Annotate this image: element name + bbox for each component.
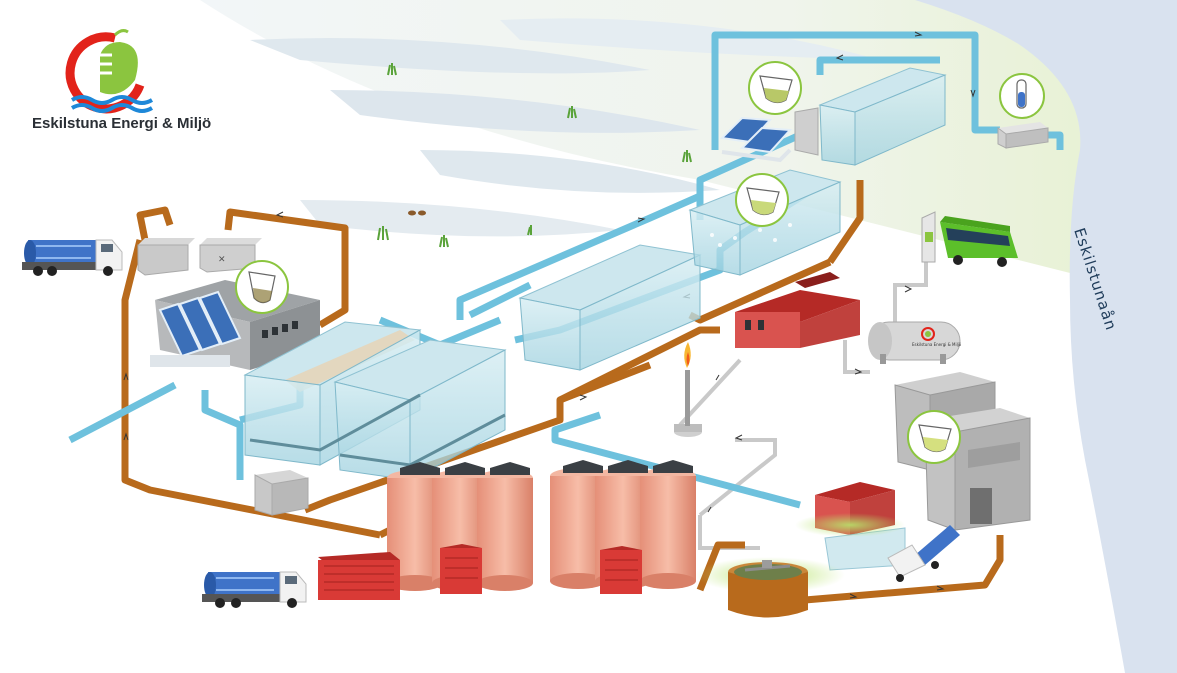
primary-sedimentation-basins — [243, 321, 507, 481]
sludge-tanker-truck — [202, 571, 307, 608]
water-sample-flask-icon — [235, 260, 289, 314]
biogas-bus — [940, 216, 1018, 267]
sludge-truck-white — [887, 525, 960, 582]
test-tube-icon — [999, 73, 1045, 119]
green-glow — [795, 513, 905, 537]
biogas-upgrading-building — [735, 272, 860, 348]
brand-name: Eskilstuna Energi & Miljö — [32, 115, 212, 132]
cloud-streak — [420, 150, 720, 193]
sludge-pipe-arrows — [123, 211, 945, 599]
pretreatment-building — [150, 280, 320, 370]
tank-logo: Eskilstuna Energi & Miljö — [912, 327, 962, 347]
window-row — [262, 321, 298, 338]
gas-pipe-arrows — [707, 285, 913, 513]
grass-tufts — [377, 63, 692, 248]
gas-flare — [674, 342, 702, 437]
sampling-station — [997, 122, 1049, 149]
cloud-streak — [250, 38, 650, 74]
cloud-streak — [330, 90, 700, 133]
sand-filters — [719, 116, 793, 163]
tank-brand-text: Eskilstuna Energi & Miljö — [912, 342, 962, 347]
ducks — [408, 210, 426, 216]
cloud-streak — [300, 200, 620, 237]
sludge-tanker-truck — [22, 239, 123, 276]
cloud-streak — [500, 18, 880, 60]
fan-icon: ✕ — [218, 255, 226, 265]
pump-house — [254, 470, 309, 516]
gas-storage-tank: Eskilstuna Energi & Miljö — [868, 321, 962, 364]
brand-logo-mark — [65, 29, 154, 114]
reception-hoppers: ✕ — [137, 238, 262, 276]
gas-filling-station — [921, 211, 936, 263]
river: Eskilstunaån — [915, 0, 1177, 673]
water-sample-flask-icon — [907, 410, 961, 464]
digester-tanks-left — [387, 462, 533, 591]
aerator-bubbles — [710, 223, 792, 247]
water-sample-flask-icon — [735, 173, 789, 227]
red-sheds — [318, 544, 642, 600]
final-clarifier-basin — [794, 67, 947, 166]
screening-drums — [158, 290, 242, 358]
sludge-storage-pit — [695, 557, 845, 618]
water-sample-flask-icon — [748, 61, 802, 115]
